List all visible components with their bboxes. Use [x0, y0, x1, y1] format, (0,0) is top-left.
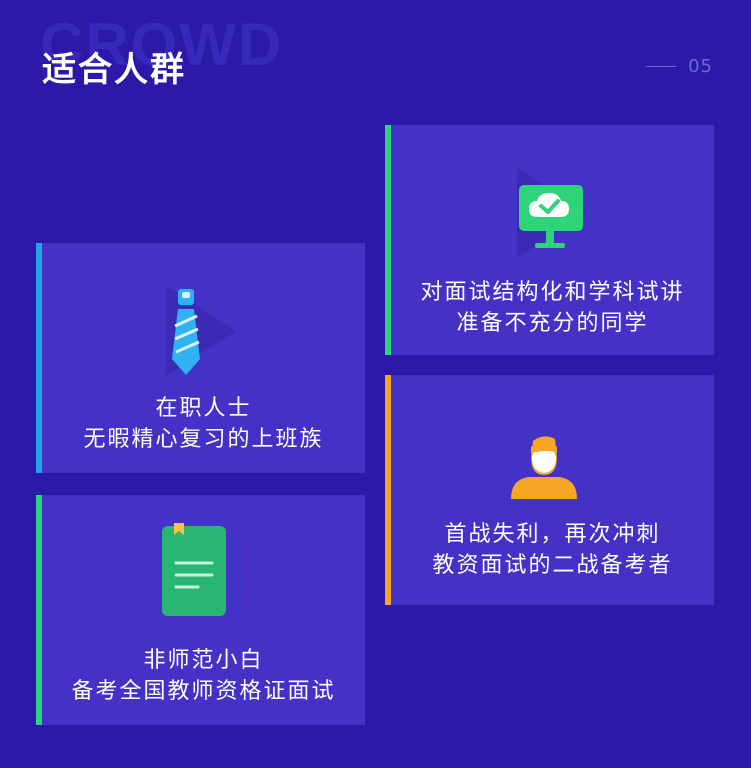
card-text: 非师范小白 备考全国教师资格证面试	[42, 645, 365, 707]
card-accent-bar	[36, 243, 42, 473]
card-line-2: 备考全国教师资格证面试	[71, 679, 336, 704]
card-line-1: 对面试结构化和学科试讲	[420, 280, 685, 305]
card-accent-bar	[36, 495, 42, 725]
page-number-label: 05	[688, 56, 713, 77]
card-line-2: 准备不充分的同学	[456, 311, 649, 336]
card-working-professionals: 在职人士 无暇精心复习的上班族	[36, 243, 365, 473]
card-text: 对面试结构化和学科试讲 准备不充分的同学	[391, 277, 714, 339]
card-text: 首战失利，再次冲刺 教资面试的二战备考者	[391, 519, 714, 581]
card-accent-bar	[385, 125, 391, 355]
card-text: 在职人士 无暇精心复习的上班族	[42, 393, 365, 455]
card-line-2: 教资面试的二战备考者	[432, 553, 673, 578]
notebook-icon	[162, 523, 226, 616]
card-line-2: 无暇精心复习的上班族	[83, 427, 324, 452]
card-line-1: 首战失利，再次冲刺	[444, 522, 661, 547]
card-line-1: 非师范小白	[143, 648, 264, 673]
card-non-teaching-major: 非师范小白 备考全国教师资格证面试	[36, 495, 365, 725]
page-title: 适合人群	[42, 50, 186, 90]
card-accent-bar	[385, 375, 391, 605]
page-number: 05	[646, 56, 713, 77]
card-line-1: 在职人士	[155, 396, 252, 421]
tie-icon	[166, 286, 236, 376]
card-underprepared-interview: 对面试结构化和学科试讲 准备不充分的同学	[385, 125, 714, 355]
person-icon	[511, 436, 577, 499]
card-second-attempt: 首战失利，再次冲刺 教资面试的二战备考者	[385, 375, 714, 605]
divider-line	[646, 66, 677, 67]
monitor-check-icon	[517, 168, 587, 258]
background-word: CROWD	[40, 11, 284, 78]
